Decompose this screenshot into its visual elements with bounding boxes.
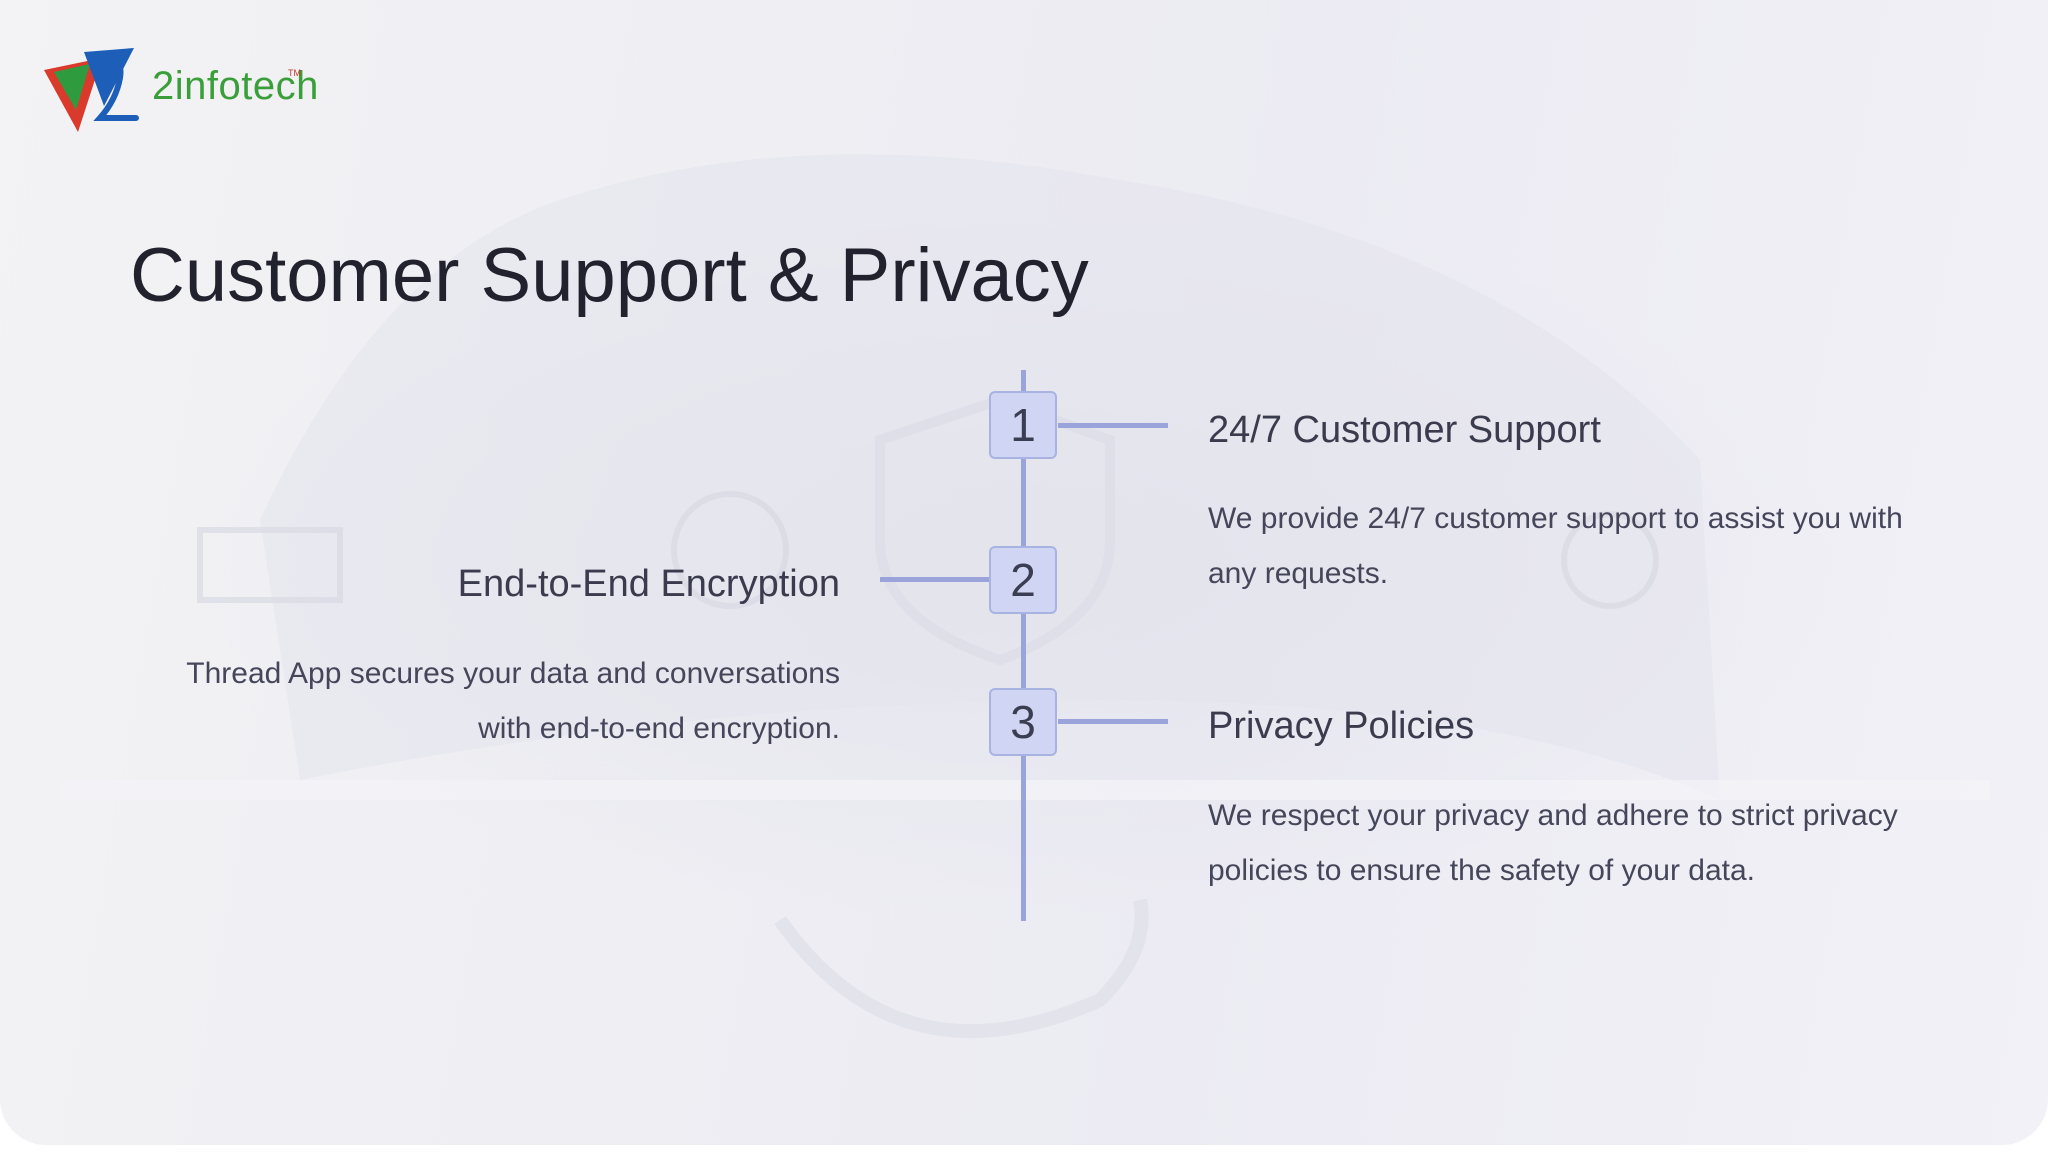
step-3-connector — [1058, 719, 1168, 724]
logo-wordmark: 2infotech — [152, 64, 319, 108]
step-2-number: 2 — [989, 546, 1057, 614]
step-1-connector — [1058, 423, 1168, 428]
step-2-heading: End-to-End Encryption — [457, 563, 840, 605]
step-1-number: 1 — [989, 391, 1057, 459]
step-3-heading: Privacy Policies — [1208, 705, 1475, 747]
step-3-description: We respect your privacy and adhere to st… — [1208, 799, 1898, 887]
step-1-heading: 24/7 Customer Support — [1208, 409, 1601, 451]
v2-logo-icon — [44, 48, 139, 132]
page-title: Customer Support & Privacy — [130, 233, 1089, 318]
step-2-connector — [880, 577, 992, 582]
step-3-number: 3 — [989, 688, 1057, 756]
logo-trademark: TM — [288, 68, 301, 78]
step-2-description: Thread App secures your data and convers… — [186, 657, 840, 745]
step-1-description: We provide 24/7 customer support to assi… — [1208, 502, 1903, 590]
company-logo: 2infotech TM — [44, 48, 318, 138]
timeline-line — [1021, 370, 1026, 921]
